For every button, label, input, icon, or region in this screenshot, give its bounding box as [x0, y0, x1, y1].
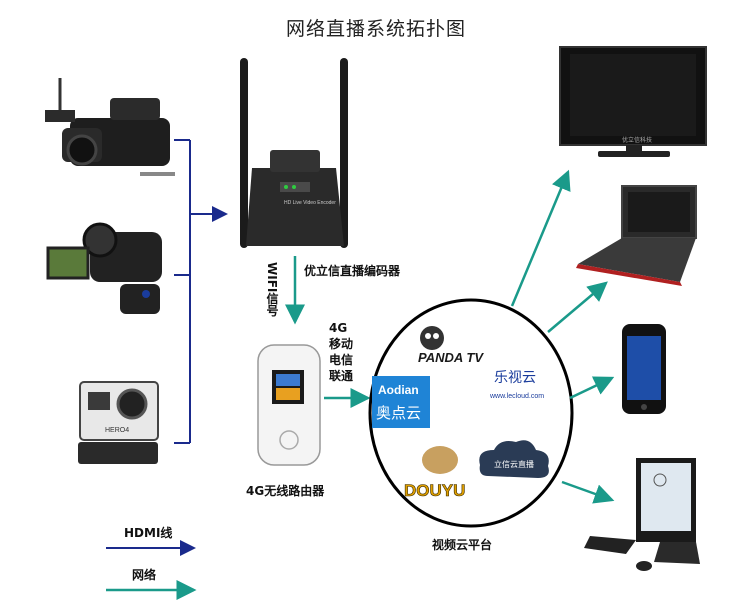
gopro-icon: HERO4 — [78, 381, 159, 464]
output-arrows — [510, 169, 615, 504]
laptop-icon — [576, 185, 697, 286]
mobile-label-4g: 4G — [329, 321, 348, 335]
douyu-text: DOUYU — [404, 481, 465, 500]
legend-network-label: 网络 — [132, 568, 157, 582]
aodian-logo: Aodian 奥点云 — [372, 376, 430, 428]
lixin-cloud-text: 立信云直播 — [494, 459, 534, 469]
encoder-device-icon: HD Live Video Encoder — [240, 58, 348, 248]
cloud-platform-label: 视频云平台 — [432, 538, 493, 552]
mobile-label-mobile: 移动 — [329, 337, 354, 351]
wifi-label: WIFI信号 — [265, 262, 279, 317]
router-device-icon — [257, 344, 321, 466]
mobile-label-unicom: 联通 — [329, 369, 354, 383]
phone-icon — [622, 324, 666, 414]
aodian-en-text: Aodian — [378, 383, 419, 397]
handycam-icon — [46, 222, 162, 314]
desktop-pc-icon — [584, 458, 700, 571]
lixin-cloud-logo: 立信云直播 — [479, 440, 549, 478]
lecloud-cn-text: 乐视云 — [494, 370, 536, 386]
mobile-label-telecom: 电信 — [329, 353, 354, 367]
legend-hdmi-label: HDMI线 — [124, 526, 173, 540]
tv-icon: 优立信科技 — [559, 46, 707, 157]
gopro-model-label: HERO4 — [105, 427, 129, 434]
aodian-cn-text: 奥点云 — [376, 404, 421, 422]
tv-brand-text: 优立信科技 — [622, 136, 652, 144]
encoder-label: 优立信直播编码器 — [304, 264, 401, 278]
lecloud-url-text: www.lecloud.com — [489, 393, 544, 400]
douyu-logo: DOUYU — [404, 446, 466, 500]
mobile-network-label: 4G 移动 电信 联通 — [329, 320, 353, 384]
camcorder-icon — [45, 78, 175, 176]
lecloud-logo: 乐视云 www.lecloud.com — [489, 370, 544, 400]
panda-tv-logo: PANDA TV — [418, 326, 484, 365]
diagram-title: 网络直播系统拓扑图 — [285, 18, 466, 40]
hdmi-connector-lines — [174, 139, 228, 444]
panda-tv-text: PANDA TV — [418, 350, 484, 365]
router-label: 4G无线路由器 — [246, 484, 325, 498]
encoder-device-text: HD Live Video Encoder — [284, 200, 336, 206]
